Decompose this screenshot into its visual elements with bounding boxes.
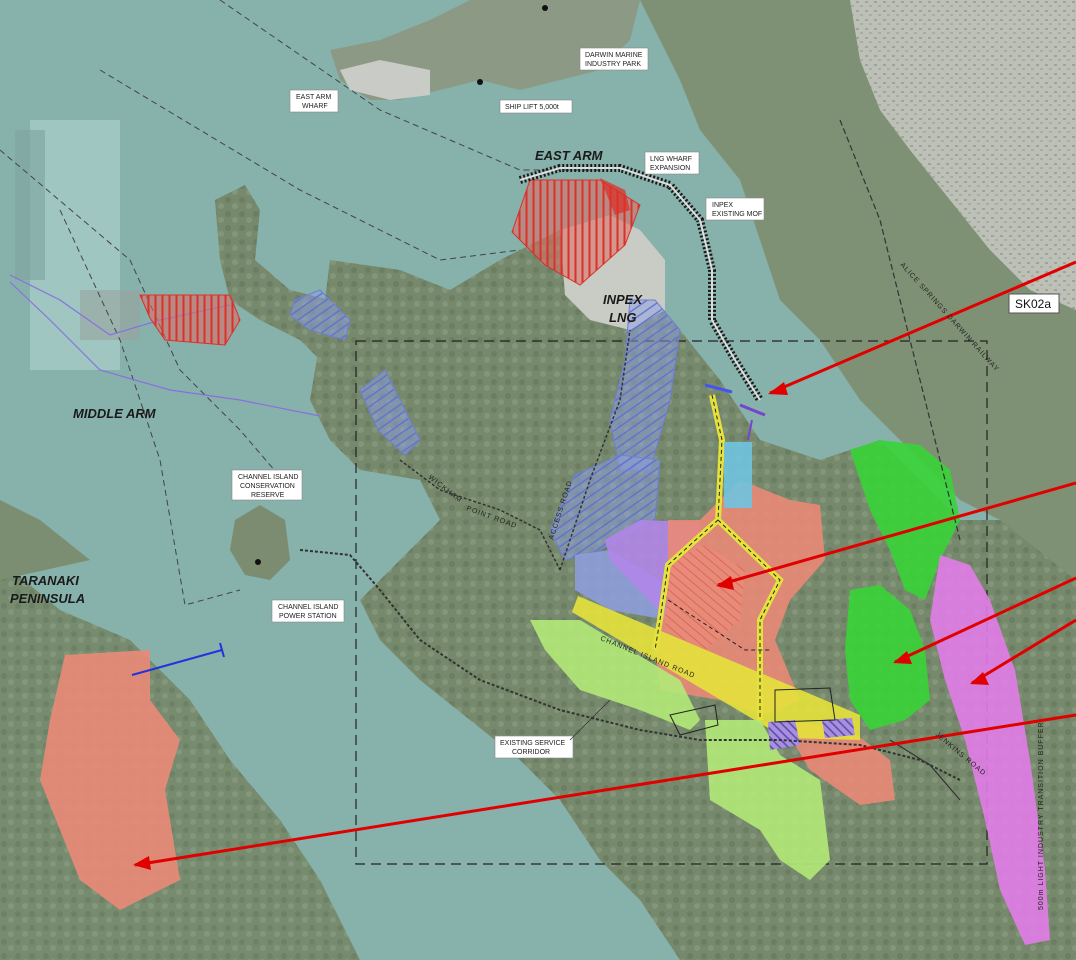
jetty-mark-3 xyxy=(747,419,753,441)
jetty-mark-2 xyxy=(739,403,766,417)
svg-text:EXISTING MOF: EXISTING MOF xyxy=(712,211,762,218)
taranaki-label-1: TARANAKI xyxy=(12,573,79,588)
arrow-3 xyxy=(894,576,1076,664)
arrow-5-head xyxy=(133,856,151,870)
ci-power-label: CHANNEL ISLAND POWER STATION xyxy=(271,599,345,623)
svg-text:POWER STATION: POWER STATION xyxy=(279,613,337,620)
purple-hatch-box-1 xyxy=(768,720,800,750)
power-station-marker xyxy=(255,559,261,565)
east-arm-causeway-inner xyxy=(519,167,761,401)
lng-wharf-solid xyxy=(600,178,630,215)
svg-text:EXISTING SERVICE: EXISTING SERVICE xyxy=(500,740,566,747)
green-zone-north xyxy=(850,440,960,600)
channel-island xyxy=(230,505,290,580)
service-corridor-leader xyxy=(569,699,611,741)
ci-reserve-label: CHANNEL ISLAND CONSERVATION RESERVE xyxy=(231,469,303,501)
svg-text:CHANNEL ISLAND: CHANNEL ISLAND xyxy=(238,474,298,481)
svg-text:WHARF: WHARF xyxy=(302,103,328,110)
lot-outline-2 xyxy=(774,687,836,723)
arrow-1 xyxy=(769,260,1076,395)
svg-text:EAST ARM: EAST ARM xyxy=(296,94,331,101)
dmip-label: DARWIN MARINE INDUSTRY PARK xyxy=(579,47,649,71)
salmon-hatched xyxy=(665,545,745,650)
purple-hatch-box-2 xyxy=(822,718,855,738)
green-zone-south xyxy=(845,585,930,730)
lot-outline xyxy=(669,704,719,736)
arrow-5 xyxy=(134,713,1076,867)
mosaic-strip-2 xyxy=(15,130,45,280)
svg-text:SHIP LIFT 5,000t: SHIP LIFT 5,000t xyxy=(505,104,559,111)
svg-text:EXPANSION: EXPANSION xyxy=(650,165,690,172)
svg-text:INPEX: INPEX xyxy=(712,202,733,209)
sk02a-label: SK02a xyxy=(1015,297,1051,311)
taranaki-salmon-area xyxy=(40,650,180,910)
service-corridor-label: EXISTING SERVICE CORRIDOR xyxy=(494,735,574,759)
blue-zone xyxy=(575,550,668,620)
inpex-mof-label: INPEX EXISTING MOF xyxy=(705,197,765,221)
magenta-transition-buffer xyxy=(930,555,1050,945)
jenkins-road-line xyxy=(889,739,961,801)
arrow-2-head xyxy=(716,576,734,590)
shipping-channel-line-3 xyxy=(59,209,241,606)
arrow-1-head xyxy=(768,382,788,395)
cyan-pond xyxy=(724,442,752,508)
svg-text:LNG WHARF: LNG WHARF xyxy=(650,156,692,163)
taranaki-blue-tick xyxy=(219,642,225,658)
shipping-channel-line xyxy=(99,69,521,261)
east-arm-label: EAST ARM xyxy=(535,148,604,163)
mosaic-strip-3 xyxy=(80,290,140,340)
inpex-label-1: INPEX xyxy=(603,292,643,307)
svg-text:INDUSTRY PARK: INDUSTRY PARK xyxy=(585,61,641,68)
taranaki-label-2: PENINSULA xyxy=(10,591,85,606)
blue-hatch-area-2 xyxy=(359,369,421,456)
shipping-channel-line-2 xyxy=(0,149,301,501)
svg-text:RESERVE: RESERVE xyxy=(251,492,285,499)
yellow-road-dashes xyxy=(654,394,781,720)
dmip-marker xyxy=(542,5,548,11)
lng-wharf-label: LNG WHARF EXPANSION xyxy=(644,151,700,175)
yellow-service-corridor xyxy=(572,596,860,740)
ship-lift-marker xyxy=(477,79,483,85)
svg-text:CONSERVATION: CONSERVATION xyxy=(240,483,295,490)
svg-text:DARWIN MARINE: DARWIN MARINE xyxy=(585,52,643,59)
urban-area xyxy=(850,0,1076,310)
top-channel-line xyxy=(219,0,600,171)
blue-hatch-area-1 xyxy=(289,289,351,341)
lime-zone-south xyxy=(705,720,830,880)
arrow-3-head xyxy=(893,651,912,664)
left-shore-land xyxy=(0,500,90,580)
taranaki-blue-line xyxy=(131,649,223,676)
access-road-line xyxy=(559,329,631,571)
wharf-structure xyxy=(340,60,430,100)
east-arm-wharf-label: EAST ARM WHARF xyxy=(289,89,339,113)
arrow-4 xyxy=(971,618,1076,685)
wickham-point-road-line xyxy=(399,459,561,571)
buffer-label: 500m LIGHT INDUSTRY TRANSITION BUFFER xyxy=(1038,721,1045,910)
ship-lift-label: SHIP LIFT 5,000t xyxy=(499,99,573,114)
jetty-mark-1 xyxy=(704,383,733,394)
middle-arm-pipeline xyxy=(9,281,321,417)
middle-arm-red-area xyxy=(139,294,241,346)
middle-arm-label: MIDDLE ARM xyxy=(73,406,157,421)
arrow-2 xyxy=(717,481,1076,587)
arrow-4-head xyxy=(970,672,989,685)
salmon-zone-lower xyxy=(780,720,895,805)
svg-text:CORRIDOR: CORRIDOR xyxy=(512,749,550,756)
sk02a-box xyxy=(1008,293,1060,314)
lime-zone-west xyxy=(530,620,700,730)
svg-text:CHANNEL ISLAND: CHANNEL ISLAND xyxy=(278,604,338,611)
inpex-label-2: LNG xyxy=(609,310,636,325)
